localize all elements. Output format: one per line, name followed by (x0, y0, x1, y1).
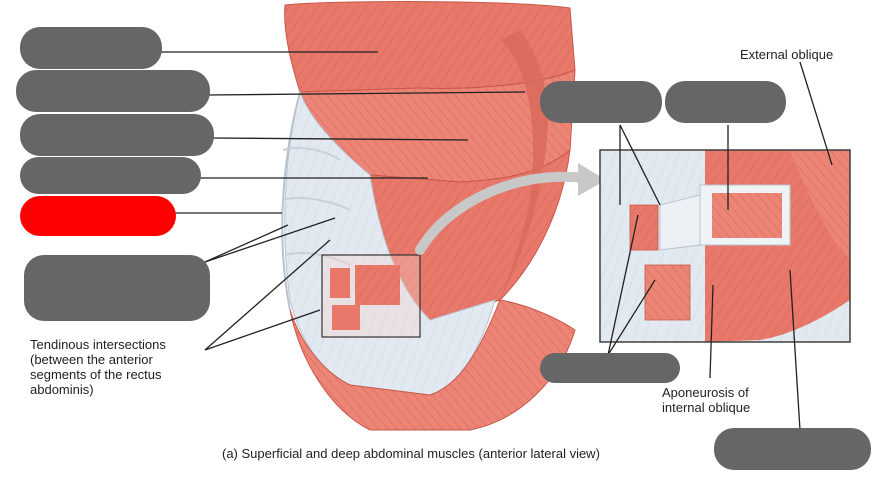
blank-label-4[interactable] (20, 157, 201, 194)
tendinous-line-4: abdominis) (30, 382, 94, 397)
label-aponeurosis: Aponeurosis of internal oblique (662, 385, 750, 415)
tendinous-line-1: Tendinous intersections (30, 337, 166, 352)
blank-label-3[interactable] (20, 114, 214, 156)
blank-label-10[interactable] (714, 428, 871, 470)
blank-label-8[interactable] (665, 81, 786, 123)
detail-inset (599, 149, 851, 343)
aponeurosis-line-1: Aponeurosis of (662, 385, 749, 400)
blank-label-9[interactable] (540, 353, 680, 383)
blank-label-7[interactable] (540, 81, 662, 123)
tendinous-line-3: segments of the rectus (30, 367, 162, 382)
tendinous-line-2: (between the anterior (30, 352, 153, 367)
label-tendinous-intersections: Tendinous intersections (between the ant… (30, 337, 166, 397)
aponeurosis-line-2: internal oblique (662, 400, 751, 415)
label-external-oblique: External oblique (740, 47, 834, 62)
blank-label-1[interactable] (20, 27, 162, 69)
blank-label-5-selected[interactable] (20, 196, 176, 236)
zoom-arrow (415, 171, 590, 255)
lower-abdomen (289, 299, 576, 431)
leader-lines (160, 51, 833, 431)
blank-label-6[interactable] (24, 255, 210, 321)
lateral-torso (500, 30, 548, 300)
blank-label-2[interactable] (16, 70, 210, 112)
figure-caption: (a) Superficial and deep abdominal muscl… (222, 446, 600, 461)
